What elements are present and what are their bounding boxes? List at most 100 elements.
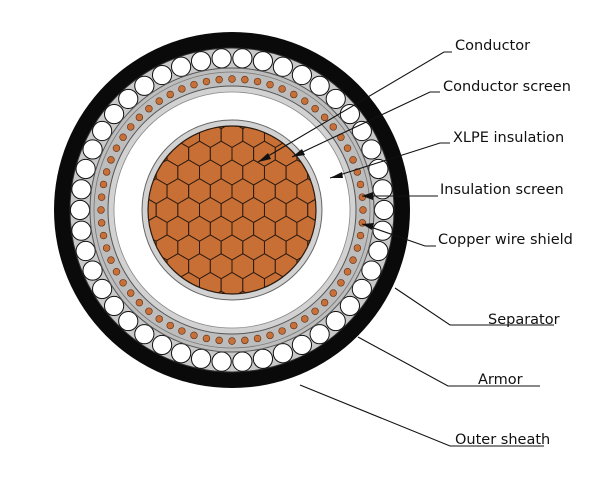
copper-wire [112,268,121,276]
cable-cross-section [54,32,410,388]
copper-wire [119,279,127,287]
copper-wire [202,77,211,86]
copper-wire [166,90,174,99]
copper-wire [311,105,319,113]
copper-wire [190,80,198,89]
copper-wire [358,193,367,201]
copper-wire [343,268,352,276]
copper-wire [253,334,262,343]
copper-wire [215,75,223,84]
armor-wire [361,139,382,160]
leader-conductor-screen [291,91,440,158]
armor-wire [134,75,155,96]
armor-wire [325,310,346,332]
armor-wires [69,48,395,372]
copper-wire [301,315,309,323]
copper-wire [166,321,174,330]
armor-wire [103,103,125,125]
armor-wire [118,88,139,110]
conductor-strand [209,290,233,294]
leader-copper-wire-shield [361,223,436,247]
armor-wire [190,51,212,72]
copper-wire [178,327,186,335]
armor-wire [103,295,125,317]
copper-wire [107,156,115,164]
copper-wire [178,85,186,93]
copper-wire [97,193,106,201]
armor-wire [134,324,155,345]
copper-wire-shield-wires [97,75,367,345]
leader-lines [257,51,554,447]
copper-wire [228,75,236,83]
armor-wire [69,199,91,221]
copper-wire [127,123,135,131]
labels: Conductor Conductor screen XLPE insulati… [438,38,573,448]
armor-wire [151,64,173,86]
armor-wire [368,240,389,262]
copper-wire [97,219,106,227]
copper-wire [202,334,211,343]
copper-wire [301,97,309,105]
label-copper-wire-shield: Copper wire shield [438,232,573,248]
label-outer-sheath: Outer sheath [455,432,550,448]
copper-wire [343,144,352,152]
arrowhead-insulation-screen [362,192,373,200]
label-separator: Separator [488,312,560,328]
armor-wire [309,75,330,96]
copper-wire [190,331,198,340]
leader-armor [357,336,540,387]
armor-wire [252,51,274,72]
armor-wire [75,240,96,262]
copper-wire [320,298,329,307]
armor-wire [361,260,382,281]
armor-wire [118,310,139,332]
armor-wire [71,179,92,200]
copper-wire [266,331,274,340]
copper-wire [320,113,329,122]
armor-wire [252,348,274,369]
copper-wire [359,206,367,214]
leader-separator [394,287,554,326]
copper-wire [349,256,357,264]
copper-wire [329,289,337,297]
armor-wire [82,260,103,281]
copper-wire [278,327,286,335]
armor-wire [373,199,395,221]
armor-wire [170,56,192,77]
copper-wire [241,75,249,84]
copper-wire [145,307,153,315]
arrowhead-conductor [258,153,271,162]
leader-conductor [257,51,452,163]
armor-wire [190,348,212,369]
copper-wire [107,256,115,264]
copper-wire [215,336,223,345]
leader-outer-sheath [299,384,544,447]
copper-wire [311,307,319,315]
copper-wire [135,113,144,122]
armor-wire [71,220,92,241]
armor-wire [211,48,232,69]
label-insulation-screen: Insulation screen [440,182,564,198]
armor-wire [272,56,294,77]
copper-wire [349,156,357,164]
label-conductor: Conductor [455,38,530,54]
armor-wire [339,103,361,125]
armor-wire [211,351,232,372]
armor-wire [272,343,294,364]
armor-wire [351,278,372,300]
copper-wire [145,105,153,113]
armor-wire [339,295,361,317]
arrowhead-copper-wire-shield [362,223,374,230]
conductor-outline [147,125,317,295]
copper-wire [102,244,111,252]
copper-wire [97,206,105,214]
separator-inner-edge [93,71,371,349]
armor-wire [291,334,313,356]
armor-wire [291,64,313,86]
copper-wire [99,231,108,240]
copper-wire [135,298,144,307]
arrowhead-xlpe-insulation [330,172,343,178]
copper-wire [119,133,127,141]
armor-wire [232,351,253,372]
